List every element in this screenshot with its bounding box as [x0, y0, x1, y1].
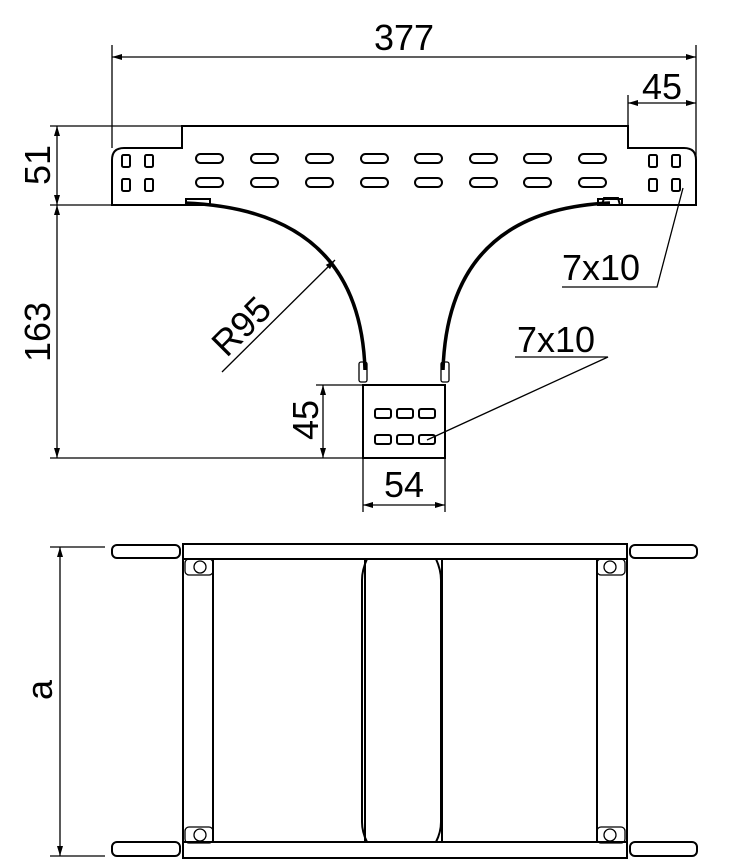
- slot-holes: [121, 153, 681, 192]
- dim-branch-width: 54: [384, 464, 424, 505]
- middle-branch: [361, 558, 442, 843]
- square-hole: [671, 178, 681, 192]
- right-joint: [597, 198, 623, 206]
- left-post: [182, 558, 214, 843]
- bolts: [184, 558, 626, 844]
- plate-outline: [111, 125, 697, 206]
- square-hole: [671, 154, 681, 168]
- flange-bl: [111, 841, 181, 857]
- dim-depth: a: [19, 679, 60, 700]
- slot-hole: [578, 177, 607, 188]
- flange-br: [629, 841, 698, 857]
- dim-flange-height: 51: [17, 145, 58, 185]
- square-hole: [648, 178, 658, 192]
- right-joint-bottom: [440, 361, 450, 383]
- slot-hole: [250, 177, 279, 188]
- top-rail: [182, 543, 628, 560]
- slot-hole: [195, 153, 224, 164]
- slot-hole: [469, 153, 498, 164]
- top-view: [111, 125, 697, 459]
- slot-hole: [360, 153, 389, 164]
- callout-hole-side: 7x10: [562, 247, 640, 288]
- slot-hole: [523, 177, 552, 188]
- dim-height: 163: [17, 302, 58, 362]
- slot-hole: [305, 177, 334, 188]
- side-view: a: [19, 543, 698, 859]
- slot-hole: [414, 153, 443, 164]
- square-hole: [144, 178, 154, 192]
- branch-holes: [374, 408, 436, 445]
- dimensions: 377 45 51 163 45 54 R95 7x10 7x10: [17, 17, 697, 512]
- slot-hole: [195, 177, 224, 188]
- left-joint-bottom: [358, 361, 368, 383]
- square-hole: [121, 178, 131, 192]
- dim-end-width: 45: [642, 66, 682, 107]
- bottom-rail: [182, 841, 628, 859]
- flange-tl: [111, 544, 181, 559]
- slot-hole: [250, 153, 279, 164]
- left-curve: [184, 201, 367, 371]
- slot-hole: [360, 177, 389, 188]
- right-curve: [441, 201, 611, 371]
- dim-radius: R95: [203, 288, 279, 364]
- square-hole: [121, 154, 131, 168]
- dim-branch-height: 45: [285, 400, 326, 440]
- branch-hole: [418, 408, 436, 419]
- slot-hole: [469, 177, 498, 188]
- slot-hole: [578, 153, 607, 164]
- flange-tr: [629, 544, 698, 559]
- slot-hole: [305, 153, 334, 164]
- slot-hole: [523, 153, 552, 164]
- branch-hole: [418, 434, 436, 445]
- branch-hole: [374, 408, 392, 419]
- square-hole: [144, 154, 154, 168]
- square-hole: [648, 154, 658, 168]
- branch-plate: [362, 384, 446, 459]
- right-post: [596, 558, 628, 843]
- branch-hole: [396, 408, 414, 419]
- slot-hole: [414, 177, 443, 188]
- branch-hole: [374, 434, 392, 445]
- left-joint: [185, 198, 211, 206]
- branch-hole: [396, 434, 414, 445]
- callout-hole-branch: 7x10: [517, 319, 595, 360]
- dim-total-width: 377: [374, 17, 434, 58]
